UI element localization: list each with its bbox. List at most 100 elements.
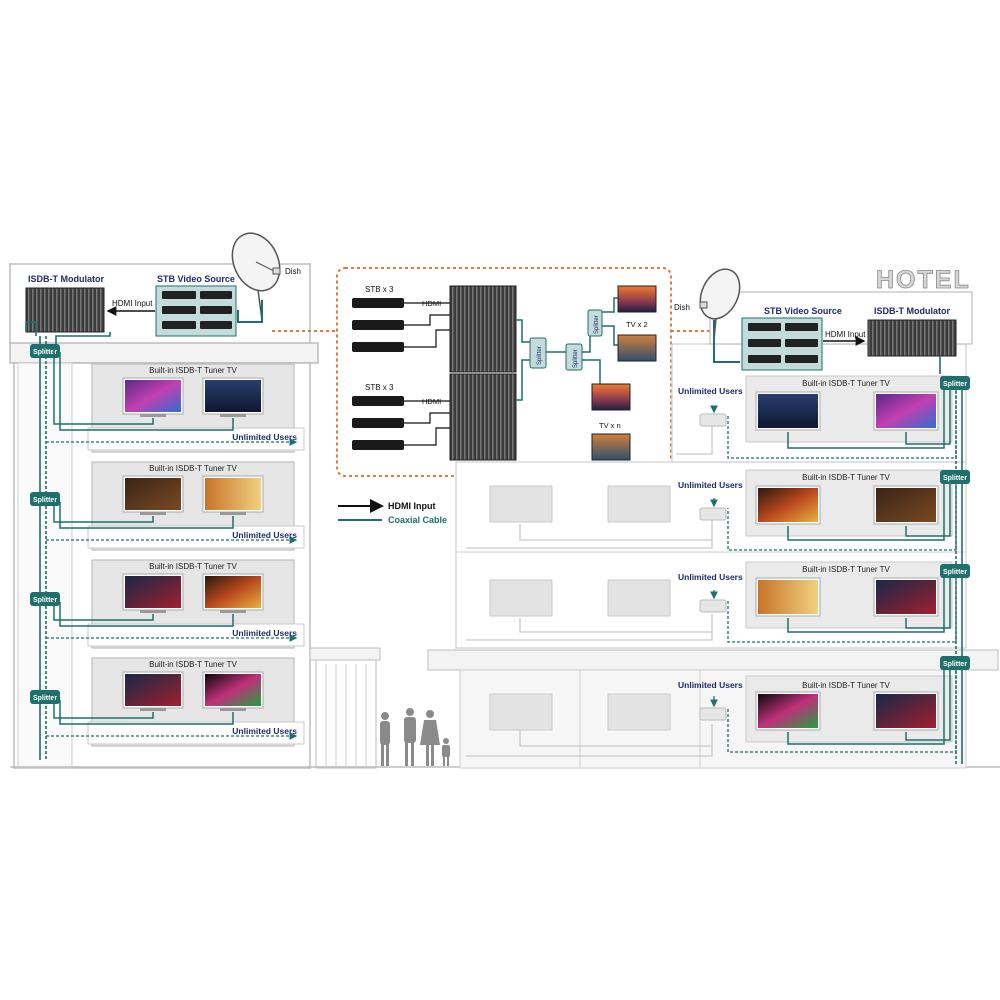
left-floor-2: Built-in ISDB-T Tuner TV Unlimited Users (46, 464, 298, 544)
svg-text:Splitter: Splitter (33, 497, 57, 504)
left-floor-1-tv-2 (205, 380, 261, 412)
right-floor-1-tv-label: Built-in ISDB-T Tuner TV (802, 379, 890, 388)
svg-text:Splitter: Splitter (943, 381, 967, 388)
right-floor-2-tv-label: Built-in ISDB-T Tuner TV (802, 473, 890, 482)
svg-text:Splitter: Splitter (943, 569, 967, 576)
svg-text:Splitter: Splitter (33, 695, 57, 702)
legend-coax: Coaxial Cable (388, 515, 447, 525)
left-floor-balconies (87, 427, 305, 745)
center-stb-bottom (352, 396, 404, 450)
left-floor-2-tv-1 (125, 478, 181, 510)
center-tv-xn: TV x n (599, 421, 621, 430)
left-splitters: Splitter Splitter Splitter Splitter (30, 344, 60, 704)
left-floor-1-tv-label: Built-in ISDB-T Tuner TV (149, 366, 237, 375)
right-splitters: Splitter Splitter Splitter Splitter (940, 376, 970, 670)
center-modulator-top (449, 285, 517, 373)
center-tv-4 (591, 433, 631, 461)
right-dish-cable (713, 320, 740, 363)
legend-hdmi: HDMI Input (388, 501, 436, 511)
right-floor-2-users: Unlimited Users (678, 480, 743, 490)
left-splitter-3: Splitter (30, 592, 60, 606)
left-floor-4-users: Unlimited Users (232, 726, 297, 736)
svg-text:Splitter: Splitter (33, 349, 57, 356)
svg-text:Splitter: Splitter (537, 346, 543, 365)
right-modulator-device (867, 319, 957, 357)
left-splitter-1: Splitter (30, 344, 60, 358)
left-modulator-label: ISDB-T Modulator (28, 274, 104, 284)
left-coax-network (25, 321, 111, 760)
right-floor-3: Unlimited Users Built-in ISDB-T Tuner TV (678, 565, 957, 643)
right-floor-2: Unlimited Users Built-in ISDB-T Tuner TV (678, 473, 957, 551)
center-splitter-2: Splitter (565, 343, 583, 371)
right-floor-4-tv-2 (876, 694, 936, 728)
right-splitter-4: Splitter (940, 656, 970, 670)
right-stb-boxes (748, 323, 818, 363)
left-floor-4-tv-2 (205, 674, 261, 706)
svg-text:Splitter: Splitter (943, 661, 967, 668)
left-splitter-4: Splitter (30, 690, 60, 704)
left-annex-bars (325, 664, 367, 766)
left-modulator-device (25, 287, 105, 333)
right-floor-1-tv-2 (876, 394, 936, 428)
left-floor-2-users: Unlimited Users (232, 530, 297, 540)
right-splitter-1: Splitter (940, 376, 970, 390)
legend: HDMI Input Coaxial Cable (338, 499, 447, 525)
left-dish-label: Dish (285, 267, 301, 276)
left-floor-1-tv-1 (125, 380, 181, 412)
left-floor-4: Built-in ISDB-T Tuner TV Unlimited Users (46, 660, 298, 740)
right-ground-canopy (427, 649, 999, 671)
right-empty-splitters (699, 413, 727, 721)
right-dish-icon (699, 268, 741, 341)
center-detail-box: STB x 3 HDMI STB x 3 HDMI (272, 267, 712, 477)
right-floor-1-users: Unlimited Users (678, 386, 743, 396)
left-floor-1: Built-in ISDB-T Tuner TV Unlimited Users (46, 350, 298, 446)
svg-text:Splitter: Splitter (594, 315, 600, 334)
right-splitter-2: Splitter (940, 470, 970, 484)
center-tv-3 (591, 383, 631, 411)
right-floor-3-tv-label: Built-in ISDB-T Tuner TV (802, 565, 890, 574)
left-floor-4-tv-1 (125, 674, 181, 706)
right-floor-3-tv-1 (758, 580, 818, 614)
right-floor-2-tv-2 (876, 488, 936, 522)
left-floor-3-tv-2 (205, 576, 261, 608)
left-splitter-2: Splitter (30, 492, 60, 506)
center-tv-2 (617, 334, 657, 362)
right-roof-equipment: Dish STB Video Source ISDB-T Modulator H… (674, 268, 957, 371)
right-floor-2-tv-1 (758, 488, 818, 522)
left-floor-4-tv-label: Built-in ISDB-T Tuner TV (149, 660, 237, 669)
center-stb-group-top: STB x 3 (365, 285, 394, 294)
right-floor-4: Unlimited Users Built-in ISDB-T Tuner TV (678, 670, 957, 753)
center-splitter-1: Splitter (529, 337, 547, 369)
left-dish-cable (237, 300, 263, 323)
center-modulator-bottom (449, 373, 517, 461)
right-hdmi-label: HDMI Input (825, 330, 866, 339)
right-splitter-3: Splitter (940, 564, 970, 578)
left-hdmi-label: HDMI Input (112, 299, 153, 308)
people-silhouettes (380, 708, 450, 766)
left-floor-3-tv-1 (125, 576, 181, 608)
right-floor-4-tv-1 (758, 694, 818, 728)
right-modulator-label: ISDB-T Modulator (874, 306, 950, 316)
center-splitter-3: Splitter (587, 309, 603, 337)
left-annex-roof (309, 647, 381, 661)
left-floor-2-tv-label: Built-in ISDB-T Tuner TV (149, 464, 237, 473)
left-floor-3: Built-in ISDB-T Tuner TV Unlimited Users (46, 562, 298, 642)
svg-text:Splitter: Splitter (33, 597, 57, 604)
left-roof-equipment: ISDB-T Modulator STB Video Source HDMI I… (25, 232, 301, 337)
center-tv-1 (617, 285, 657, 313)
right-floor-4-tv-label: Built-in ISDB-T Tuner TV (802, 681, 890, 690)
center-stb-top (352, 298, 404, 352)
right-stb-label: STB Video Source (764, 306, 842, 316)
right-floor-3-users: Unlimited Users (678, 572, 743, 582)
left-dish-icon (231, 232, 281, 321)
right-floor-3-tv-2 (876, 580, 936, 614)
center-stb-group-bottom: STB x 3 (365, 383, 394, 392)
hotel-sign: HOTEL (876, 266, 971, 294)
right-empty-cabling (466, 420, 713, 757)
right-floor-4-users: Unlimited Users (678, 680, 743, 690)
left-floor-2-tv-2 (205, 478, 261, 510)
left-stb-label: STB Video Source (157, 274, 235, 284)
center-tv-x2: TV x 2 (626, 320, 648, 329)
svg-text:Splitter: Splitter (943, 475, 967, 482)
left-floor-1-users: Unlimited Users (232, 432, 297, 442)
